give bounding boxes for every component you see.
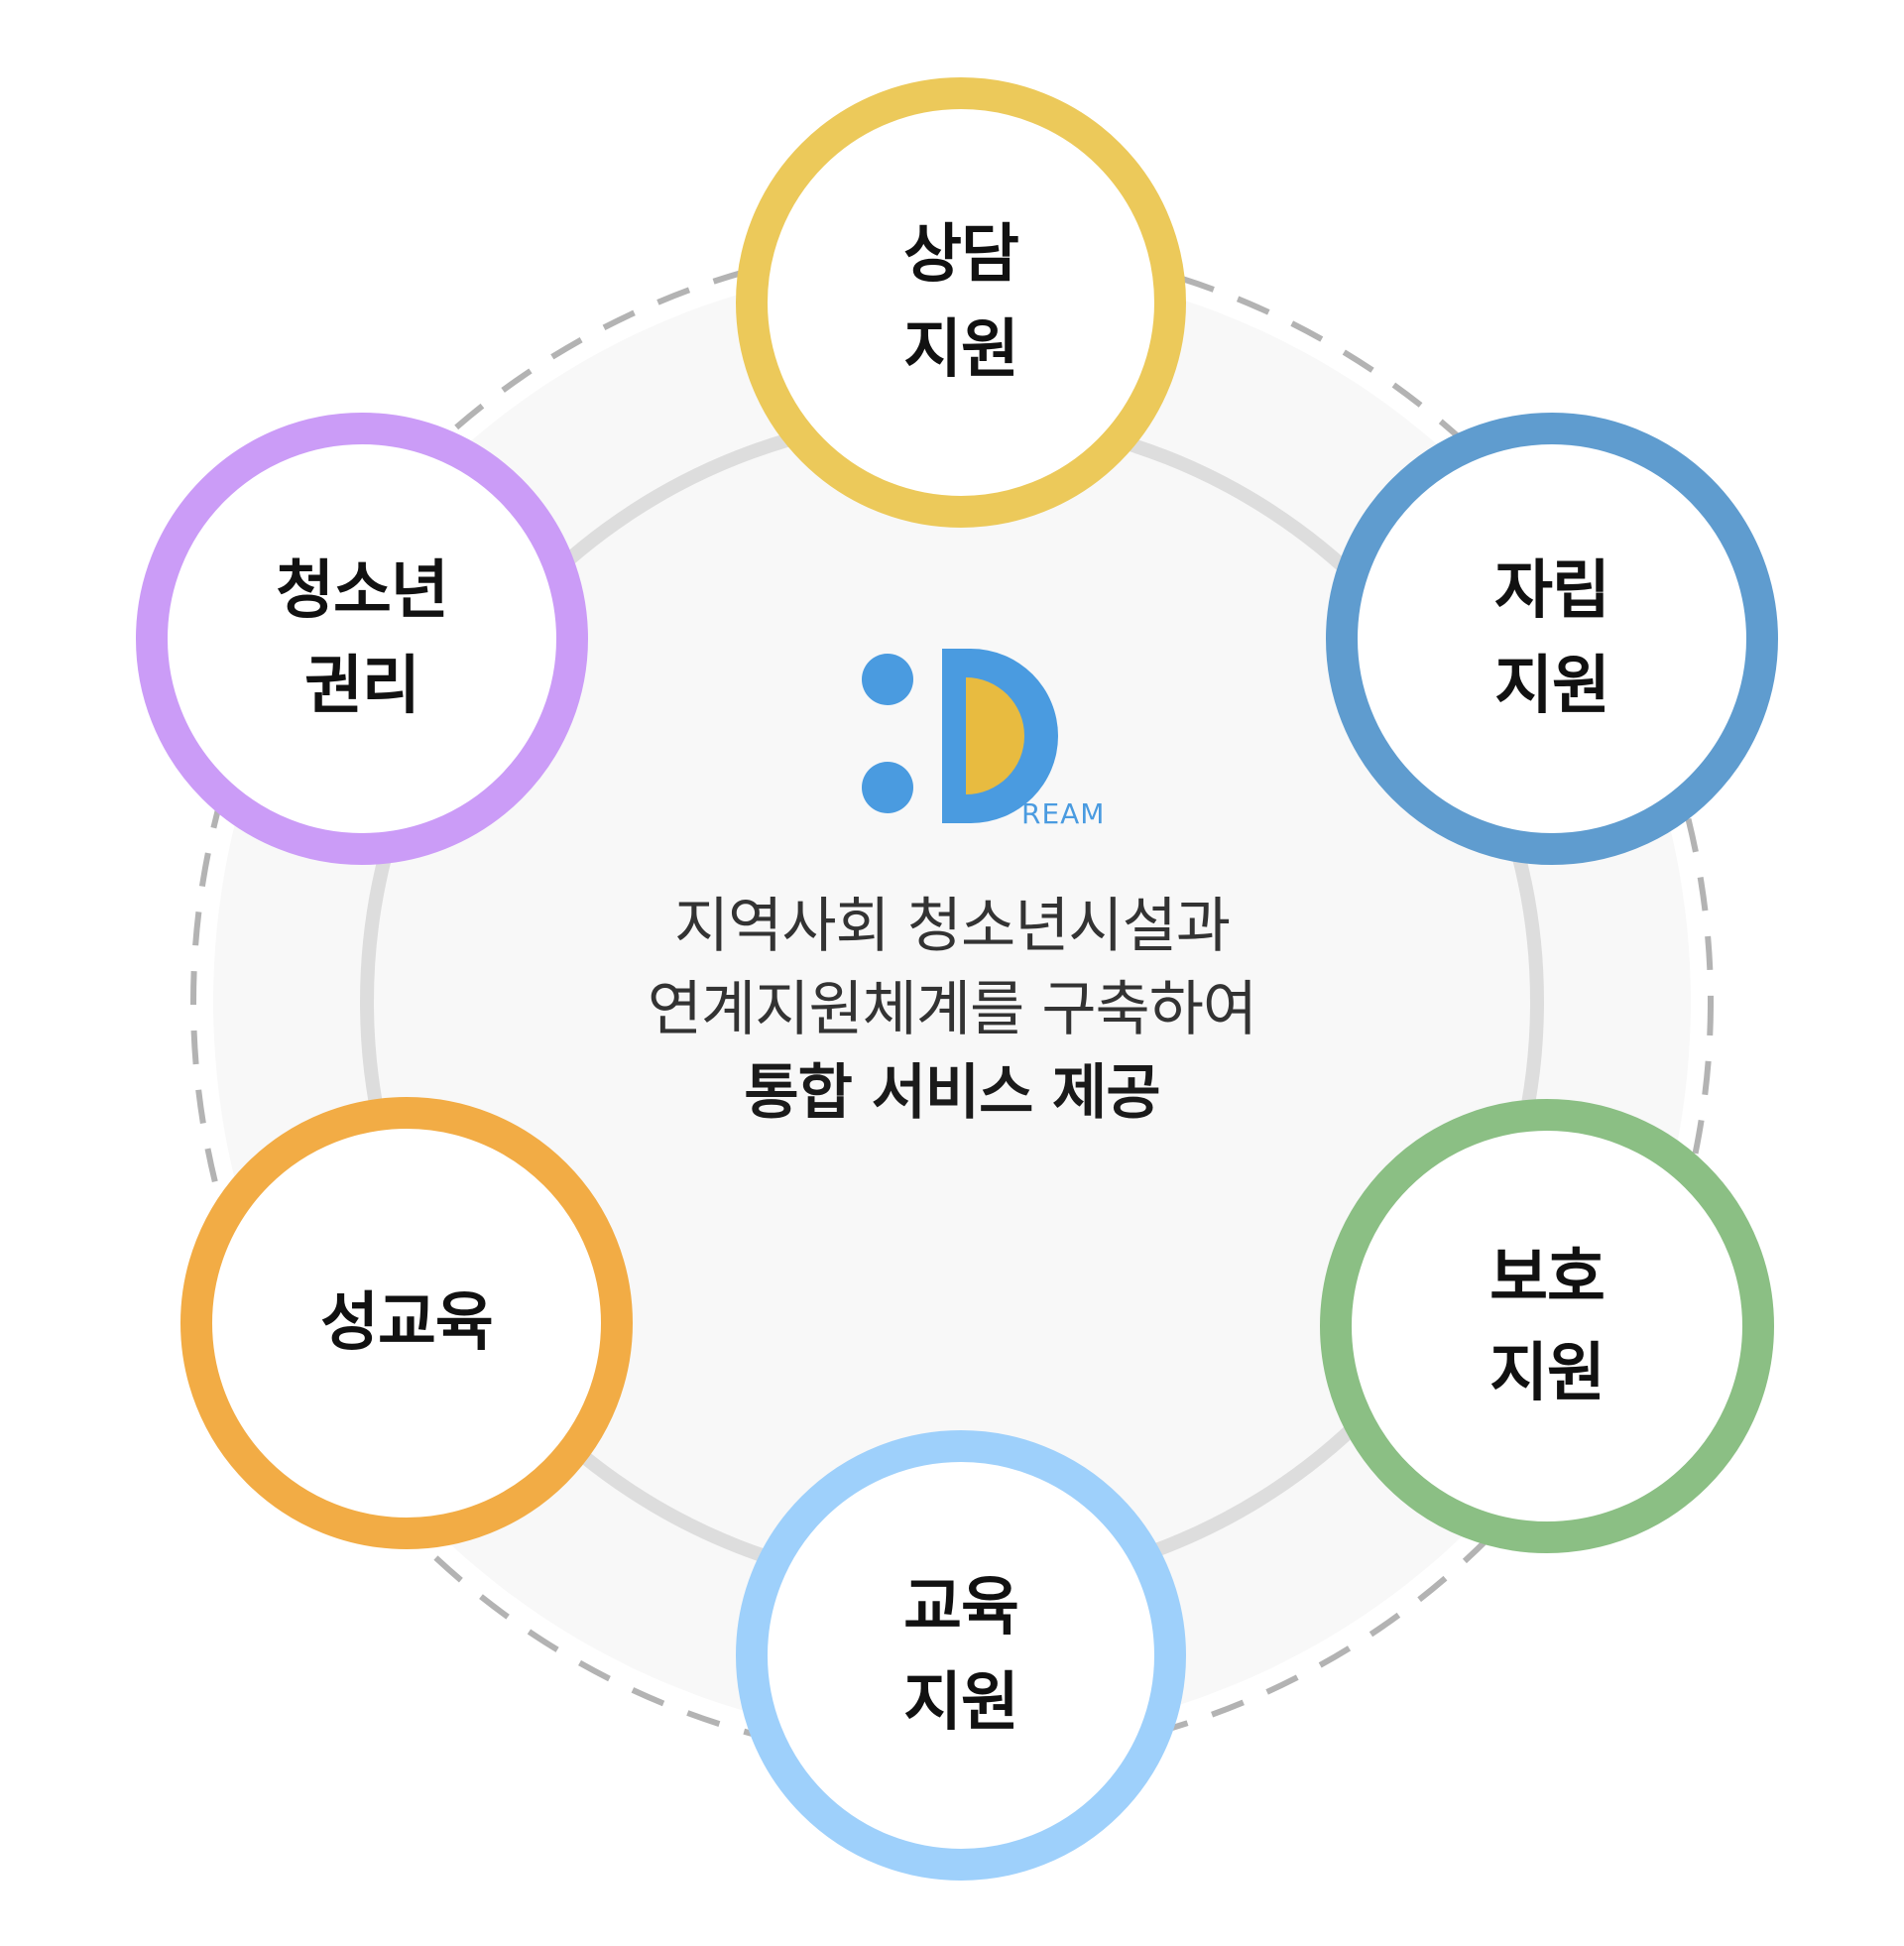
node-protection: 보호 지원: [1320, 1099, 1774, 1553]
node-education: 교육 지원: [736, 1430, 1186, 1881]
logo-wordmark: REAM: [1021, 797, 1105, 829]
node-counseling: 상담 지원: [736, 77, 1186, 528]
node-independence: 자립 지원: [1326, 413, 1778, 865]
dream-logo-icon: REAM: [862, 649, 1105, 829]
node-independence-label: 자립 지원: [1494, 554, 1610, 723]
center-line-2: 연계지원체계를 구축하여: [647, 975, 1257, 1044]
logo-d-inner: [966, 677, 1024, 794]
node-sex-education-label: 성교육: [320, 1286, 494, 1360]
logo-dot-top: [862, 654, 913, 705]
node-protection-label: 보호 지원: [1489, 1242, 1606, 1410]
node-sex-education: 성교육: [180, 1097, 633, 1549]
center-line-3: 통합 서비스 제공: [744, 1058, 1160, 1128]
center-line-1: 지역사회 청소년시설과: [673, 892, 1231, 961]
node-youth-rights: 청소년 권리: [136, 413, 588, 865]
node-counseling-label: 상담 지원: [903, 218, 1019, 387]
logo-dot-bottom: [862, 762, 913, 813]
node-education-label: 교육 지원: [903, 1571, 1019, 1740]
node-youth-rights-label: 청소년 권리: [276, 554, 449, 723]
center-description: 지역사회 청소년시설과 연계지원체계를 구축하여 통합 서비스 제공: [456, 885, 1448, 1135]
